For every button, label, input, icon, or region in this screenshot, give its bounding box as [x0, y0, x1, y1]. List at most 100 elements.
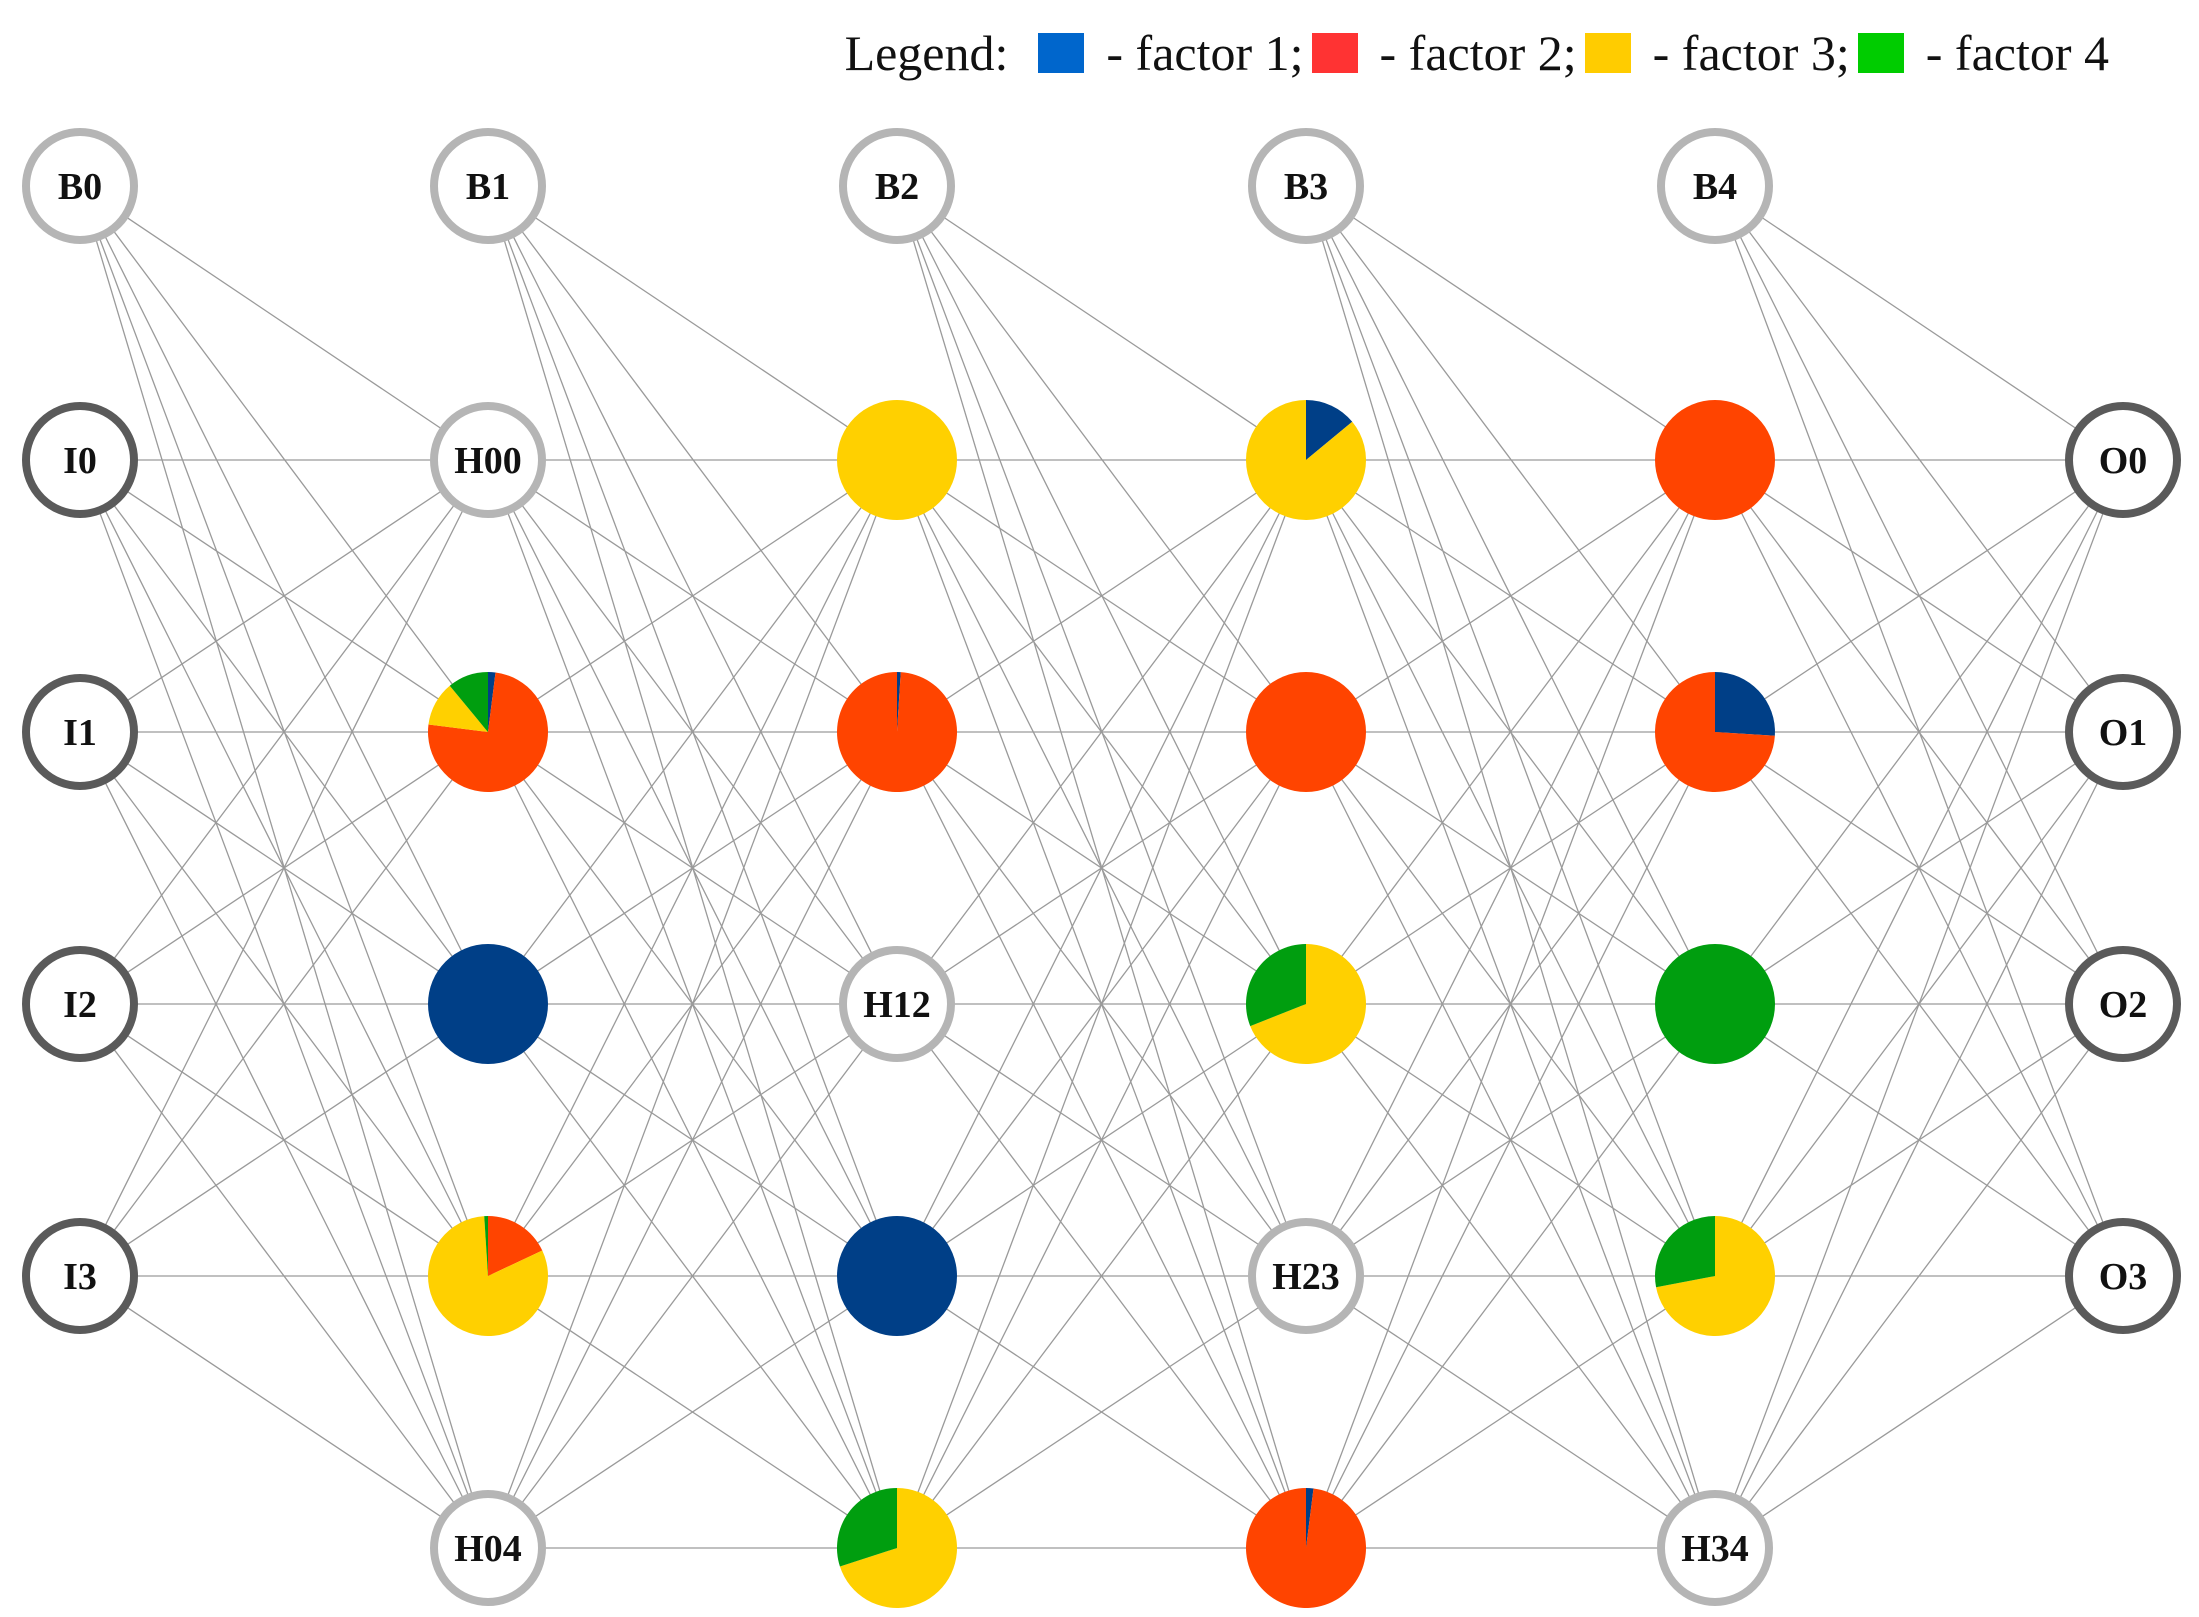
hidden-node-pie-l4-n0	[1655, 400, 1775, 520]
hidden-node-pie-l1-n3-slice-factor-3	[428, 1216, 548, 1336]
input-node-i2: I2	[22, 946, 138, 1062]
hidden-node-pie-l1-n2-slice-factor-1	[428, 944, 548, 1064]
edge-l2-n0-to-l3-n4	[896, 459, 1307, 1549]
hidden-node-h12-ring	[839, 946, 955, 1062]
hidden-node-pie-l1-n3-slice-factor-4	[484, 1216, 488, 1276]
hidden-node-pie-l2-n0	[837, 400, 957, 520]
hidden-node-pie-l3-n2	[1245, 944, 1367, 1064]
hidden-node-pie-l1-n3-slice-factor-2	[488, 1216, 543, 1276]
input-node-i3-ring	[22, 1218, 138, 1334]
output-node-o0-ring	[2065, 402, 2181, 518]
input-node-i1: I1	[22, 674, 138, 790]
edge-b0-to-l1-n1	[79, 185, 489, 733]
hidden-node-h34: H34	[1657, 1490, 1773, 1606]
output-node-o1-label: O1	[2099, 712, 2148, 754]
output-node-o2-label: O2	[2099, 984, 2148, 1026]
edge-b1-to-l2-n0	[487, 185, 898, 461]
hidden-node-pie-l1-n3	[428, 1216, 548, 1336]
edge-l2-n2-to-l3-n4	[896, 1003, 1307, 1549]
input-node-i0: I0	[22, 402, 138, 518]
bias-node-b2-ring	[839, 128, 955, 244]
edge-b0-to-l1-n2	[79, 185, 489, 1005]
hidden-node-pie-l4-n0-slice-factor-2	[1655, 400, 1775, 520]
hidden-node-h34-label: H34	[1681, 1528, 1749, 1570]
legend-label-factor-3: - factor 3;	[1652, 25, 1850, 81]
hidden-node-pie-l2-n4-slice-factor-4	[836, 1488, 897, 1567]
hidden-node-pie-l4-n3-slice-factor-4	[1655, 1216, 1715, 1288]
edge-l4-n1-to-l5-n3	[1714, 731, 2124, 1277]
hidden-node-pie-l4-n1	[1655, 672, 1775, 792]
edge-l2-n3-to-l3-n4	[896, 1275, 1307, 1549]
edge-l3-n1-to-l4-n4	[1305, 731, 1716, 1549]
edge-b3-to-l4-n2	[1305, 185, 1716, 1005]
node-layer: B0I0I1I2I3B1H00H04B2H12B3H23B4H34O0O1O2O…	[22, 128, 2181, 1608]
legend-swatch-factor-1	[1038, 33, 1085, 73]
bias-node-b4-ring	[1657, 128, 1773, 244]
edge-l2-n1-to-l3-n4	[896, 731, 1307, 1549]
hidden-node-pie-l3-n1	[1246, 672, 1366, 792]
hidden-node-pie-l3-n4-slice-factor-2	[1246, 1488, 1367, 1608]
edge-l3-n0-to-l4-n4	[1305, 459, 1716, 1549]
bias-node-b2-label: B2	[875, 166, 919, 208]
hidden-node-pie-l3-n2-slice-factor-3	[1250, 944, 1367, 1064]
output-node-o3-ring	[2065, 1218, 2181, 1334]
edge-b4-to-l5-n0	[1714, 185, 2124, 461]
input-node-i2-label: I2	[63, 984, 97, 1026]
legend-entry-factor-2: - factor 2;	[1311, 24, 1577, 82]
hidden-node-pie-l3-n2-slice-factor-4	[1245, 944, 1306, 1027]
output-node-o2-ring	[2065, 946, 2181, 1062]
edge-b2-to-l3-n1	[896, 185, 1307, 733]
legend-label-factor-1: - factor 1;	[1106, 25, 1304, 81]
hidden-node-h23-ring	[1248, 1218, 1364, 1334]
legend-swatch-factor-4	[1857, 33, 1904, 73]
edge-l0-n1-to-l1-n4	[79, 731, 489, 1549]
output-node-o0-label: O0	[2099, 440, 2148, 482]
input-node-i3: I3	[22, 1218, 138, 1334]
hidden-node-pie-l1-n1-slice-factor-2	[428, 672, 549, 793]
hidden-node-h04: H04	[430, 1490, 546, 1606]
edge-b0-to-l1-n3	[79, 185, 489, 1277]
bias-node-b0: B0	[22, 128, 138, 244]
bias-node-b3: B3	[1248, 128, 1364, 244]
edge-b1-to-l2-n1	[487, 185, 898, 733]
edge-l4-n0-to-l5-n3	[1714, 459, 2124, 1277]
input-node-i0-ring	[22, 402, 138, 518]
output-node-o1-ring	[2065, 674, 2181, 790]
edge-b4-to-l5-n2	[1714, 185, 2124, 1005]
edge-b3-to-l4-n0	[1305, 185, 1716, 461]
hidden-node-pie-l1-n1-slice-factor-4	[449, 672, 488, 732]
input-node-i0-label: I0	[63, 440, 97, 482]
edge-b1-to-l2-n2	[487, 185, 898, 1005]
edge-l0-n3-to-l1-n4	[79, 1275, 489, 1549]
output-node-o3: O3	[2065, 1218, 2181, 1334]
hidden-node-pie-l1-n2	[428, 944, 548, 1064]
legend-entry-factor-3: - factor 3;	[1584, 24, 1850, 82]
hidden-node-h12: H12	[839, 946, 955, 1062]
edge-layer	[79, 185, 2124, 1549]
bias-node-b1-label: B1	[466, 166, 510, 208]
edge-b1-to-l2-n4	[487, 185, 898, 1549]
edge-l1-n2-to-l2-n4	[487, 1003, 898, 1549]
legend-label-factor-4: - factor 4	[1925, 25, 2109, 81]
bias-node-b0-ring	[22, 128, 138, 244]
edge-b0-to-l1-n4	[79, 185, 489, 1549]
hidden-node-h12-label: H12	[863, 984, 931, 1026]
output-node-o1: O1	[2065, 674, 2181, 790]
hidden-node-pie-l3-n0-slice-factor-1	[1306, 400, 1353, 460]
hidden-node-pie-l4-n3-slice-factor-3	[1656, 1216, 1776, 1337]
edge-l0-n2-to-l1-n4	[79, 1003, 489, 1549]
hidden-node-h00-ring	[430, 402, 546, 518]
hidden-node-pie-l1-n1-slice-factor-3	[428, 685, 488, 732]
hidden-node-h00-label: H00	[454, 440, 522, 482]
edge-l1-n3-to-l2-n4	[487, 1275, 898, 1549]
hidden-node-pie-l2-n1-slice-factor-1	[897, 672, 901, 732]
edge-l3-n2-to-l4-n4	[1305, 1003, 1716, 1549]
hidden-node-h34-ring	[1657, 1490, 1773, 1606]
edge-l4-n2-to-l5-n3	[1714, 1003, 2124, 1277]
input-node-i1-label: I1	[63, 712, 97, 754]
hidden-node-pie-l3-n0	[1246, 400, 1367, 520]
hidden-node-pie-l4-n3	[1655, 1216, 1776, 1337]
hidden-node-h04-ring	[430, 1490, 546, 1606]
edge-b0-to-l1-n0	[79, 185, 489, 461]
